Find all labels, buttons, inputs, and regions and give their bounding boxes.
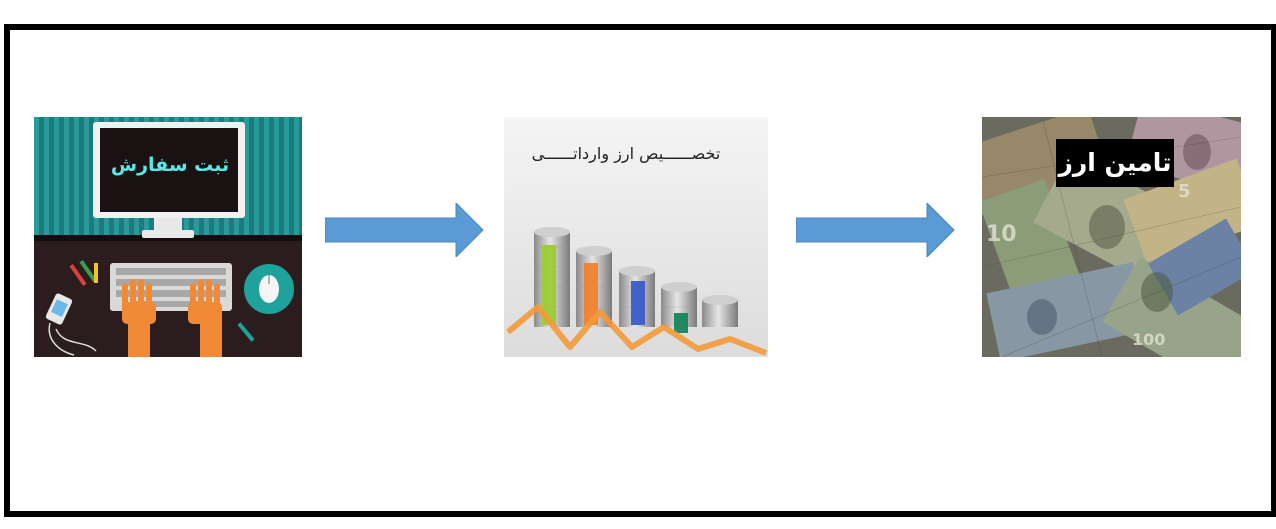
step-2-image — [504, 117, 768, 357]
step-1-image — [34, 117, 302, 357]
step-1-label: ثبت سفارش — [110, 154, 230, 176]
step-2-label: تخصــــــیص ارز وارداتــــــی — [531, 144, 721, 163]
coin-stack-chart-icon — [504, 117, 768, 357]
svg-text:10: 10 — [986, 222, 1017, 247]
computer-order-icon — [34, 117, 302, 357]
svg-text:5: 5 — [1178, 181, 1191, 202]
arrow-right-icon — [325, 203, 484, 257]
step-3-label: تامین ارز — [1056, 139, 1174, 187]
svg-text:100: 100 — [1132, 330, 1165, 349]
arrow-right-icon — [796, 203, 955, 257]
